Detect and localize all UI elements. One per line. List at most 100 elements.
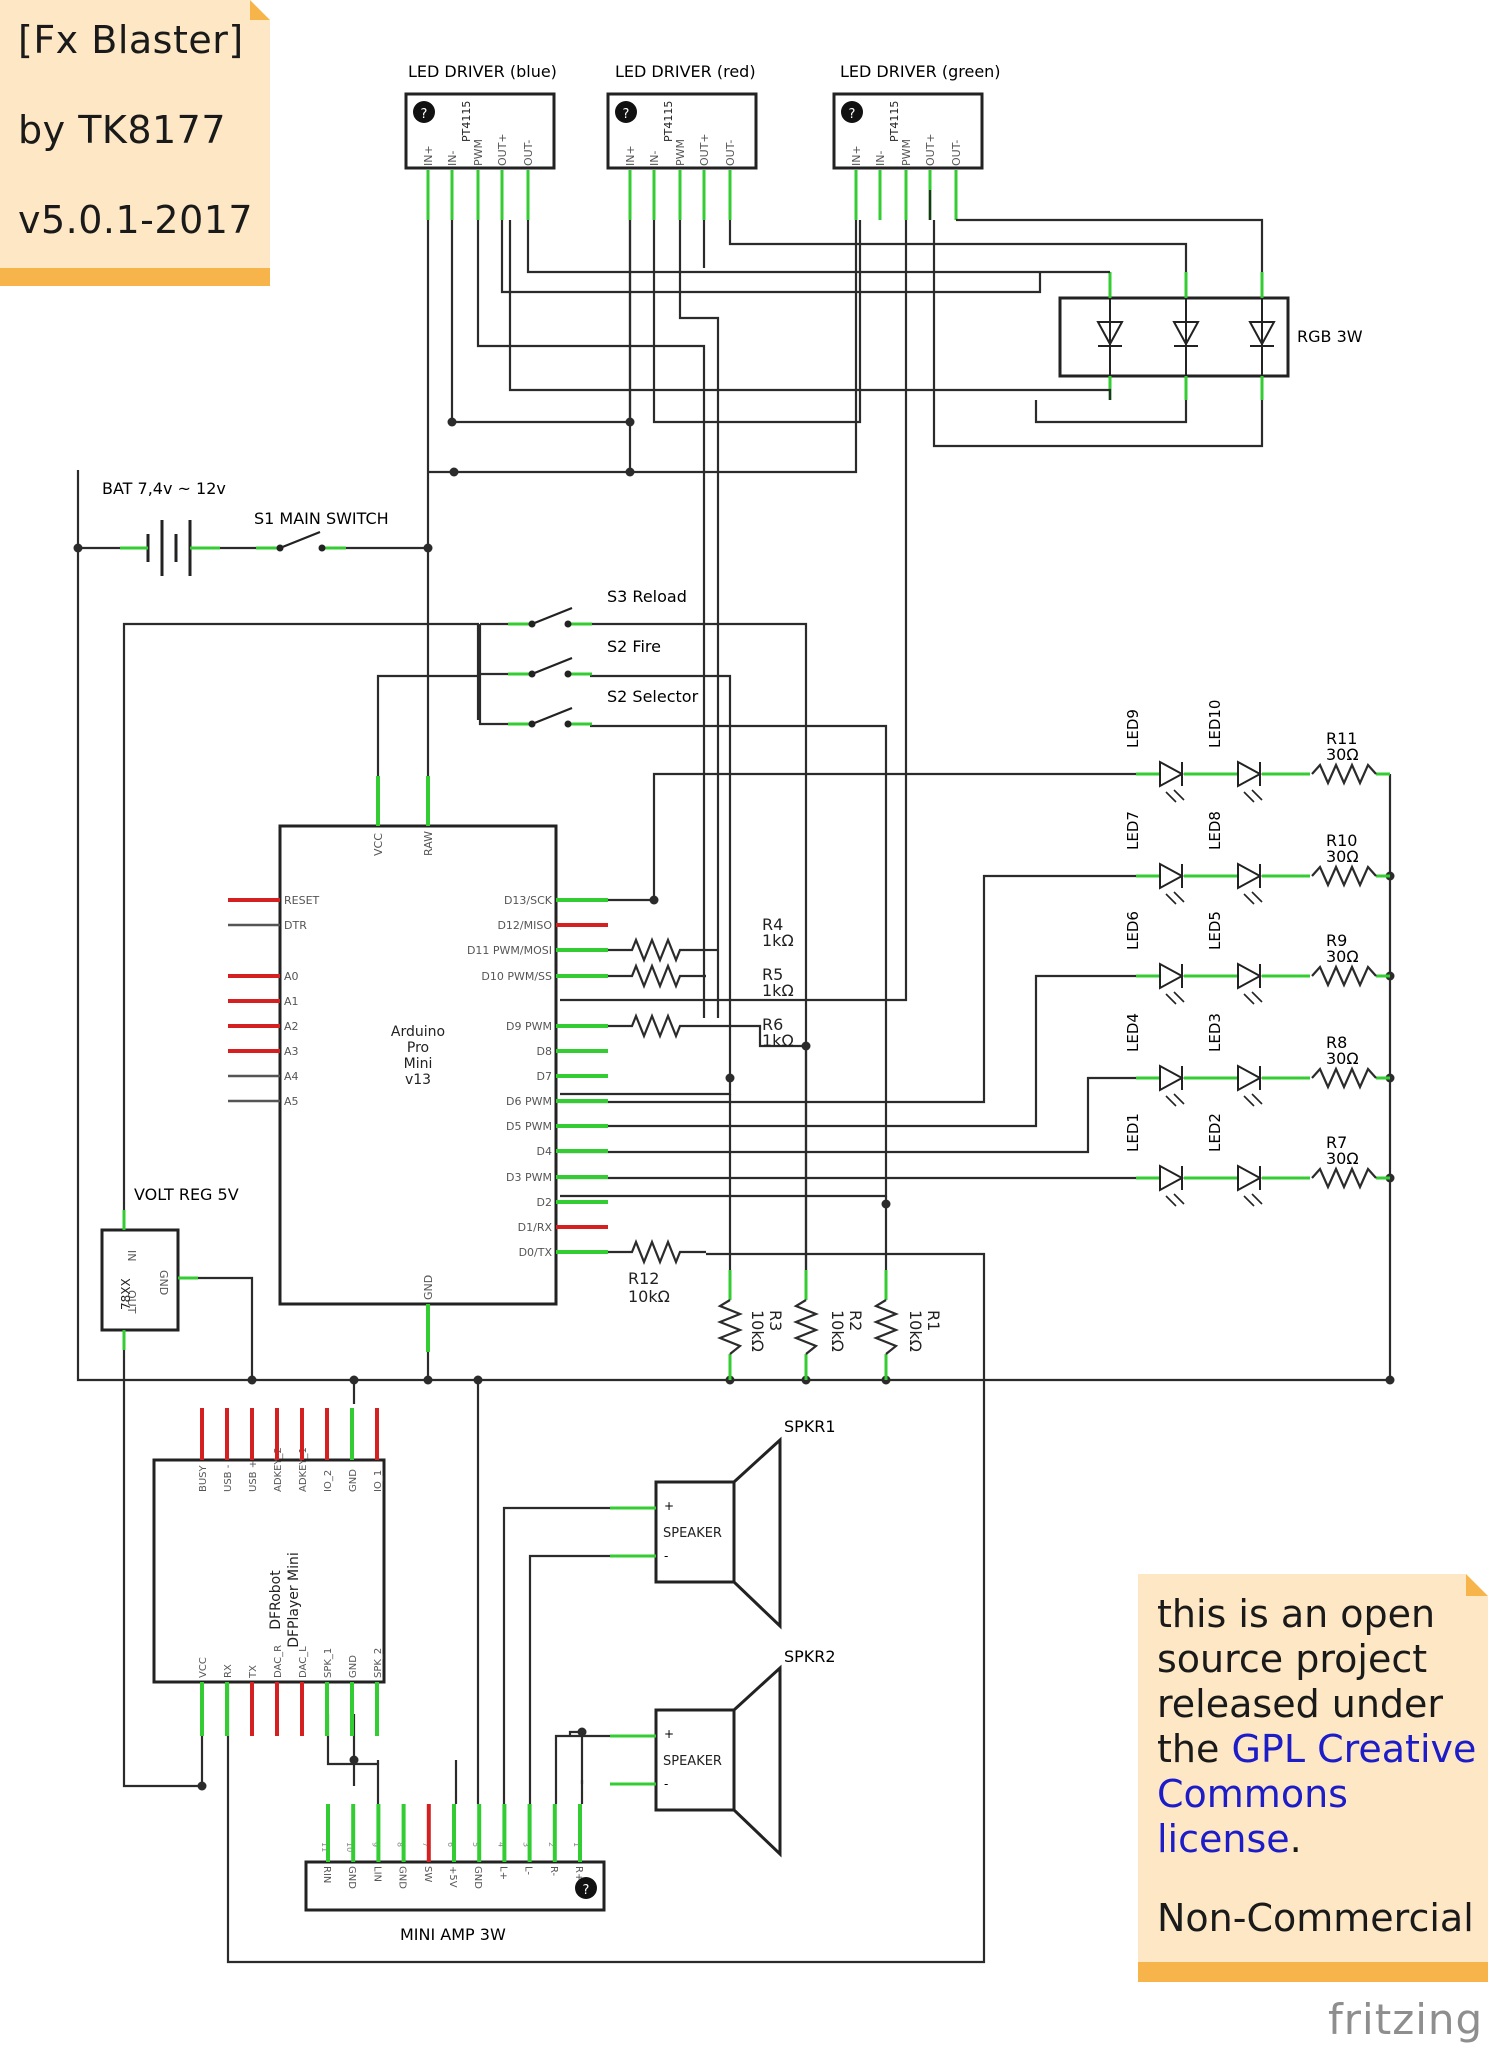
svg-text:R3: R3 — [766, 1310, 785, 1331]
svg-text:PT4115: PT4115 — [662, 101, 675, 142]
arduino-left-pins: RESET DTR A0 A1 A2 A3 A4 A5 — [284, 894, 320, 1108]
amp-pin-label: L- — [523, 1866, 534, 1875]
switch-common — [478, 622, 508, 726]
svg-text:S3 Reload: S3 Reload — [607, 587, 687, 606]
svg-text:SPKR2: SPKR2 — [784, 1647, 836, 1666]
switch-reload: S3 Reload — [508, 587, 687, 628]
led-label: LED4 — [1124, 1013, 1142, 1052]
license-link[interactable]: GPL Creative Commons license — [1157, 1727, 1477, 1861]
svg-text:D5 PWM: D5 PWM — [506, 1120, 552, 1133]
resistor-name: R10 — [1326, 831, 1357, 850]
led-label: LED1 — [1124, 1113, 1142, 1152]
switch-fire: S2 Fire — [508, 637, 661, 678]
led-driver-red: LED DRIVER (red) ? PT4115 IN+ IN- PWM OU… — [606, 62, 758, 220]
svg-text:PT4115: PT4115 — [460, 101, 473, 142]
svg-text:?: ? — [583, 1883, 590, 1898]
svg-text:A3: A3 — [284, 1045, 299, 1058]
dfplayer-pin-label: USB + — [248, 1460, 259, 1492]
svg-text:DTR: DTR — [284, 919, 307, 932]
dfplayer-pin-label: DAC_L — [298, 1646, 309, 1678]
svg-text:D6 PWM: D6 PWM — [506, 1095, 552, 1108]
speaker-2: SPKR2 SPEAKER +- — [610, 1647, 836, 1858]
resistor-name: R8 — [1326, 1033, 1347, 1052]
svg-text:D8: D8 — [537, 1045, 552, 1058]
amp-pin-number: 10 — [345, 1842, 354, 1852]
svg-text:D2: D2 — [537, 1196, 552, 1209]
driver-red-label: LED DRIVER (red) — [615, 62, 756, 81]
amp-pin-number: 3 — [522, 1842, 531, 1847]
svg-text:R2: R2 — [846, 1310, 865, 1331]
svg-text:1kΩ: 1kΩ — [762, 981, 794, 1000]
dfplayer-pin-label: ADKEY_1 — [298, 1447, 309, 1492]
resistor-value: 30Ω — [1326, 745, 1359, 764]
svg-text:DFRobot: DFRobot — [268, 1570, 284, 1630]
svg-text:PWM: PWM — [674, 139, 687, 166]
svg-text:IN: IN — [125, 1250, 138, 1261]
svg-text:10kΩ: 10kΩ — [906, 1310, 925, 1352]
amp-pin-number: 6 — [446, 1842, 455, 1847]
dfplayer-pin-label: IO_2 — [323, 1470, 334, 1492]
amp-pin-number: 4 — [496, 1842, 505, 1847]
svg-text:GND: GND — [422, 1275, 435, 1300]
svg-text:S2 Selector: S2 Selector — [607, 687, 699, 706]
resistor-value: 30Ω — [1326, 947, 1359, 966]
amp-pin-label: R+ — [573, 1866, 584, 1881]
svg-text:SPKR1: SPKR1 — [784, 1417, 836, 1436]
title-line: [Fx Blaster] — [18, 18, 244, 62]
svg-text:VOLT REG 5V: VOLT REG 5V — [134, 1185, 239, 1204]
amp-pin-number: 1 — [572, 1842, 581, 1847]
arduino-right-pins: D13/SCK D12/MISO D11 PWM/MOSI D10 PWM/SS… — [467, 894, 553, 1259]
svg-text:IN-: IN- — [874, 151, 887, 166]
svg-text:OUT+: OUT+ — [496, 133, 509, 166]
amp-pin-number: 11 — [320, 1842, 329, 1852]
svg-text:RESET: RESET — [284, 894, 320, 907]
svg-text:Pro: Pro — [407, 1040, 429, 1056]
dfplayer-pin-label: SPK_2 — [373, 1648, 384, 1678]
svg-text:MINI AMP 3W: MINI AMP 3W — [400, 1925, 506, 1944]
svg-text:R5: R5 — [762, 965, 783, 984]
svg-text:D4: D4 — [537, 1145, 552, 1158]
battery-label: BAT 7,4v ~ 12v — [102, 479, 226, 498]
battery: BAT 7,4v ~ 12v — [102, 479, 226, 576]
led-driver-blue: LED DRIVER (blue) ? PT4115 IN+ IN- PWM O… — [404, 62, 557, 220]
license-text: this is an open source project released … — [1157, 1592, 1477, 1862]
svg-text:PWM: PWM — [472, 139, 485, 166]
svg-text:D13/SCK: D13/SCK — [504, 894, 553, 907]
svg-text:A5: A5 — [284, 1095, 299, 1108]
main-switch: S1 MAIN SWITCH — [254, 509, 389, 552]
amp-pin-label: GND — [397, 1866, 408, 1889]
svg-text:v13: v13 — [405, 1072, 431, 1088]
svg-text:OUT: OUT — [125, 1290, 138, 1314]
amp-pin-label: +5V — [447, 1866, 458, 1888]
svg-text:VCC: VCC — [372, 833, 385, 856]
svg-text:D0/TX: D0/TX — [519, 1246, 553, 1259]
svg-text:Arduino: Arduino — [391, 1024, 445, 1040]
license-text-lead: this is an open source project released … — [1157, 1592, 1444, 1771]
svg-text:A0: A0 — [284, 970, 299, 983]
author-line: by TK8177 — [18, 108, 227, 152]
svg-text:D12/MISO: D12/MISO — [497, 919, 552, 932]
svg-text:OUT+: OUT+ — [924, 133, 937, 166]
svg-text:IN-: IN- — [648, 151, 661, 166]
dfplayer-pin-label: USB - — [223, 1464, 234, 1492]
amp-pin-label: L+ — [497, 1866, 508, 1880]
svg-text:R6: R6 — [762, 1015, 783, 1034]
resistor-value: 30Ω — [1326, 1049, 1359, 1068]
svg-text:RAW: RAW — [422, 831, 435, 856]
speaker-1: SPKR1 SPEAKER +- — [610, 1417, 836, 1630]
svg-text:D11 PWM/MOSI: D11 PWM/MOSI — [467, 944, 552, 957]
svg-text:?: ? — [421, 107, 428, 122]
svg-text:R1: R1 — [924, 1310, 943, 1331]
svg-text:R12: R12 — [628, 1269, 659, 1288]
resistor-name: R7 — [1326, 1133, 1347, 1152]
amp-pin-number: 9 — [370, 1842, 379, 1847]
svg-text:PT4115: PT4115 — [888, 101, 901, 142]
svg-text:IN-: IN- — [446, 151, 459, 166]
main-switch-label: S1 MAIN SWITCH — [254, 509, 389, 528]
svg-text:A1: A1 — [284, 995, 299, 1008]
